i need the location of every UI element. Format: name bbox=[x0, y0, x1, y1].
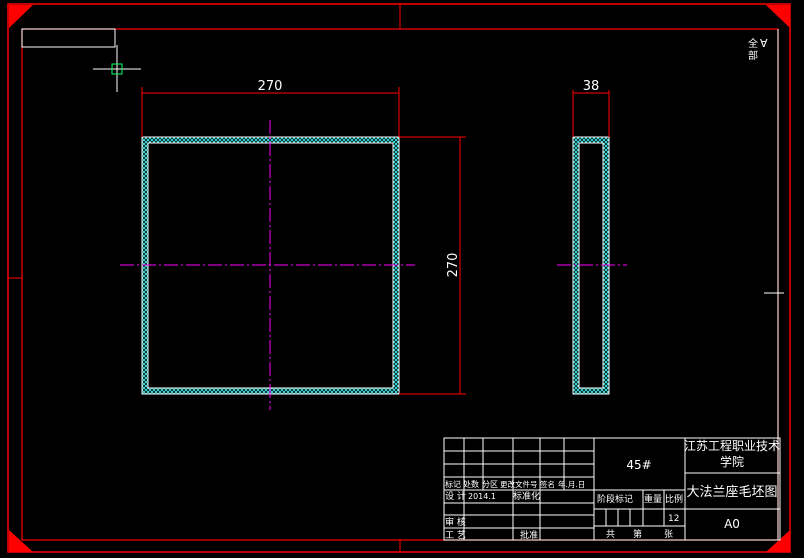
tb-zone: 分区 bbox=[482, 480, 498, 489]
corner-mark bbox=[9, 530, 33, 552]
dimension-width[interactable]: 270 bbox=[141, 79, 400, 137]
tb-school-2: 学院 bbox=[720, 454, 744, 469]
tb-weight: 重量 bbox=[644, 493, 662, 505]
dimension-text: 270 bbox=[258, 79, 283, 94]
tb-date: 年.月.日 bbox=[558, 479, 585, 489]
front-view[interactable] bbox=[120, 120, 415, 410]
roughness-icon: ∀ bbox=[760, 37, 768, 50]
tb-stage-mark: 阶段标记 bbox=[597, 493, 633, 505]
dimension-height[interactable]: 270 bbox=[399, 136, 466, 395]
code-box bbox=[21, 28, 116, 48]
dimension-text: 270 bbox=[446, 253, 461, 278]
roughness-label: 全 bbox=[748, 37, 758, 50]
tb-scale: 比例 bbox=[665, 493, 683, 505]
tb-design-date: 2014.1 bbox=[468, 492, 496, 501]
tb-process: 工 艺 bbox=[445, 530, 466, 541]
tb-sheets: 张 bbox=[664, 529, 673, 540]
tb-mark: 标记 bbox=[445, 479, 461, 489]
tb-drawing-name: 大法兰座毛坯图 bbox=[686, 485, 777, 500]
tb-material: 45# bbox=[626, 458, 651, 472]
tb-standardize: 标准化 bbox=[513, 490, 540, 502]
tb-design: 设 计 bbox=[445, 490, 466, 502]
tb-school: 江苏工程职业技术 bbox=[684, 438, 780, 453]
crosshair-cursor-icon bbox=[93, 45, 141, 92]
dimension-text: 38 bbox=[583, 79, 600, 94]
corner-mark bbox=[766, 5, 790, 28]
tb-change-doc: 更改文件号 bbox=[500, 479, 538, 489]
tb-total: 共 bbox=[606, 529, 615, 540]
tb-sheet-size: A0 bbox=[724, 517, 740, 531]
corner-mark bbox=[766, 530, 790, 552]
title-block bbox=[443, 437, 781, 541]
roughness-label-2: 部 bbox=[748, 49, 758, 62]
tb-sheet: 第 bbox=[633, 528, 642, 540]
tb-approve: 批准 bbox=[520, 529, 538, 541]
tb-sign: 签名 bbox=[540, 479, 555, 489]
side-view[interactable] bbox=[557, 136, 627, 395]
tb-count: 处数 bbox=[463, 479, 479, 489]
drawing-frame bbox=[7, 3, 791, 553]
dimension-thickness[interactable]: 38 bbox=[572, 79, 610, 137]
corner-mark bbox=[9, 5, 33, 28]
tb-review: 审 核 bbox=[445, 516, 466, 528]
tb-scale-value: 12 bbox=[668, 514, 679, 524]
